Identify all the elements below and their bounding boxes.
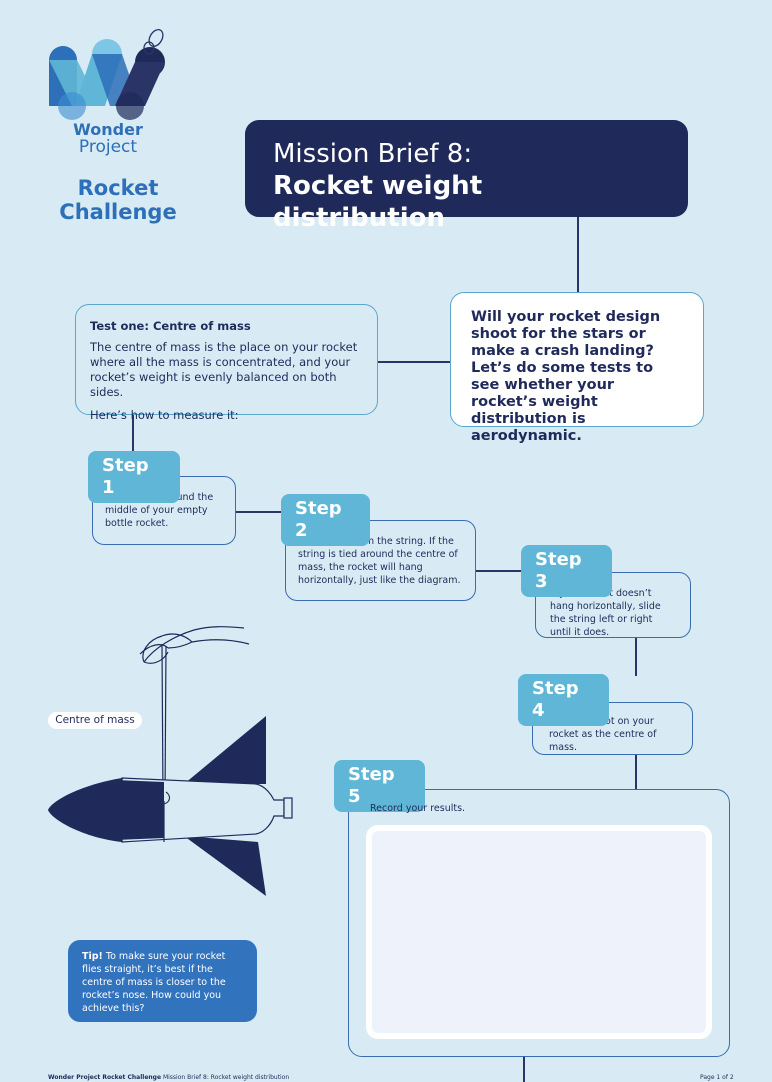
- mission-brief-header: Mission Brief 8: Rocket weight distribut…: [245, 120, 688, 233]
- step-2-label: Step 2: [281, 494, 370, 546]
- tip-text: To make sure your rocket flies straight,…: [82, 951, 226, 1014]
- connector-line: [378, 361, 450, 363]
- hanging-rocket-illustration: [48, 626, 293, 896]
- connector-line: [577, 217, 579, 292]
- page-number: Page 1 of 2: [700, 1074, 734, 1081]
- wonder-project-logo: [49, 28, 165, 120]
- step-2-box: Let it hang from the string. If the stri…: [285, 520, 476, 601]
- test-one-box: Test one: Centre of mass The centre of m…: [75, 304, 378, 422]
- intro-box: Will your rocket design shoot for the st…: [450, 292, 704, 444]
- step-5-box: [348, 789, 730, 1057]
- footer-brief: Mission Brief 8: Rocket weight distribut…: [161, 1074, 290, 1081]
- logo-wordmark-wonder: Wonder: [73, 120, 143, 139]
- tip-label: Tip!: [82, 951, 103, 962]
- test-one-description: The centre of mass is the place on your …: [90, 340, 358, 399]
- step-2-text: Let it hang from the string. If the stri…: [298, 536, 461, 586]
- connector-line: [635, 638, 637, 676]
- results-input-area[interactable]: [366, 825, 712, 1039]
- mission-brief-number: Mission Brief 8:: [273, 139, 473, 169]
- step-5-text: Record your results.: [370, 803, 466, 814]
- challenge-title: Rocket Challenge: [59, 176, 177, 224]
- connector-line: [236, 511, 282, 513]
- connector-line: [635, 755, 637, 789]
- mission-brief-title: Rocket weight distribution: [273, 171, 483, 233]
- footer-series: Wonder Project Rocket Challenge: [48, 1074, 162, 1081]
- footer-title: Wonder Project Rocket Challenge Mission …: [48, 1074, 289, 1081]
- connector-line: [476, 570, 522, 572]
- test-one-heading: Test one: Centre of mass: [90, 319, 251, 333]
- step-1-label: Step 1: [88, 451, 180, 503]
- step-3-label: Step 3: [521, 545, 612, 597]
- logo-wordmark-project: Project: [78, 137, 138, 157]
- step-5-label: Step 5: [334, 760, 425, 812]
- tip-box: Tip! To make sure your rocket flies stra…: [68, 940, 257, 1022]
- connector-line: [523, 1057, 525, 1082]
- test-one-instruction: Here’s how to measure it:: [90, 408, 239, 422]
- step-4-label: Step 4: [518, 674, 609, 726]
- centre-of-mass-label: Centre of mass: [48, 712, 142, 729]
- connector-line: [132, 415, 134, 455]
